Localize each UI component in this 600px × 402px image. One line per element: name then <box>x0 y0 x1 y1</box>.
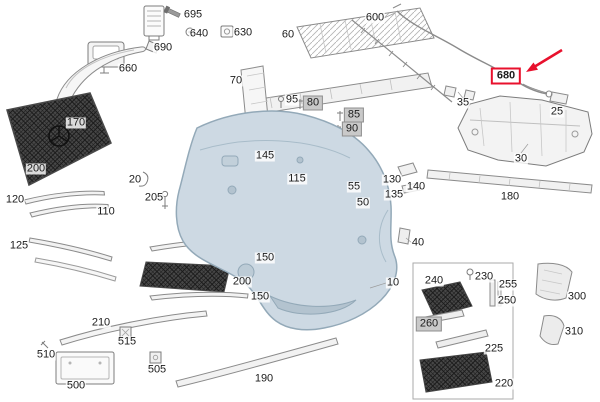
part-label-150: 150 <box>254 251 276 264</box>
red-arrow <box>526 48 563 72</box>
part-label-80: 80 <box>302 95 324 111</box>
part-label-85: 85 <box>343 107 365 123</box>
part-label-190: 190 <box>253 372 275 385</box>
part-label-70: 70 <box>228 74 244 87</box>
radiator-grille-part <box>6 92 112 187</box>
part-label-505: 505 <box>146 363 168 376</box>
part-label-690: 690 <box>152 41 174 54</box>
clip-part <box>149 351 162 364</box>
trim-strip-part <box>175 337 339 388</box>
part-label-55: 55 <box>346 180 362 193</box>
bracket-part <box>535 262 573 301</box>
control-module-part <box>143 5 165 41</box>
part-label-50: 50 <box>355 196 371 209</box>
part-label-10: 10 <box>385 276 401 289</box>
part-label-115: 115 <box>287 172 307 185</box>
part-label-130: 130 <box>381 173 403 186</box>
part-label-310: 310 <box>563 325 585 338</box>
part-label-660: 660 <box>117 62 139 75</box>
part-label-640: 640 <box>188 27 210 40</box>
part-label-210: 210 <box>90 316 112 329</box>
part-label-150: 150 <box>249 290 271 303</box>
part-label-120: 120 <box>4 193 26 206</box>
part-label-110: 110 <box>96 205 116 218</box>
part-label-240: 240 <box>423 274 445 287</box>
part-label-25: 25 <box>549 105 565 118</box>
part-label-200: 200 <box>25 162 47 175</box>
bumper-cover-part <box>175 110 398 331</box>
part-label-20: 20 <box>127 173 143 186</box>
washer-hose-part <box>351 3 553 103</box>
part-label-145: 145 <box>254 149 276 162</box>
part-label-60: 60 <box>280 28 296 41</box>
part-label-510: 510 <box>35 348 57 361</box>
part-label-30: 30 <box>513 152 529 165</box>
screw-part <box>40 340 49 349</box>
part-label-515: 515 <box>116 335 138 348</box>
part-label-205: 205 <box>143 191 165 204</box>
part-label-600: 600 <box>364 11 386 24</box>
bracket-part <box>549 91 569 105</box>
part-label-125: 125 <box>8 239 30 252</box>
part-label-250: 250 <box>496 294 518 307</box>
part-label-180: 180 <box>499 190 521 203</box>
bracket-part <box>397 227 411 245</box>
part-label-90: 90 <box>341 121 363 137</box>
part-label-230: 230 <box>473 270 495 283</box>
bolt-icon <box>163 5 181 18</box>
part-label-630: 630 <box>232 26 254 39</box>
clip-part <box>138 171 149 187</box>
part-label-260: 260 <box>415 316 443 332</box>
trim-strip-part <box>34 257 117 282</box>
part-label-170: 170 <box>65 116 87 129</box>
part-label-95: 95 <box>284 93 300 106</box>
screw-icon <box>278 96 284 108</box>
part-label-680-highlighted: 680 <box>490 67 522 85</box>
bracket-part <box>539 315 565 345</box>
part-label-40: 40 <box>410 236 426 249</box>
bracket-part <box>397 162 418 177</box>
part-label-220: 220 <box>493 377 515 390</box>
trim-strip-part <box>149 291 249 301</box>
part-label-255: 255 <box>497 278 519 291</box>
part-label-140: 140 <box>405 180 427 193</box>
part-label-695: 695 <box>182 8 204 21</box>
part-label-135: 135 <box>383 188 405 201</box>
trim-strip-part <box>23 190 106 205</box>
trim-strip-part <box>28 237 113 262</box>
screw-icon <box>337 111 343 121</box>
part-label-500: 500 <box>65 379 87 392</box>
part-label-225: 225 <box>483 342 505 355</box>
crossbar-part <box>426 169 593 194</box>
part-label-200: 200 <box>231 275 253 288</box>
part-label-300: 300 <box>566 290 588 303</box>
part-label-35: 35 <box>455 96 471 109</box>
